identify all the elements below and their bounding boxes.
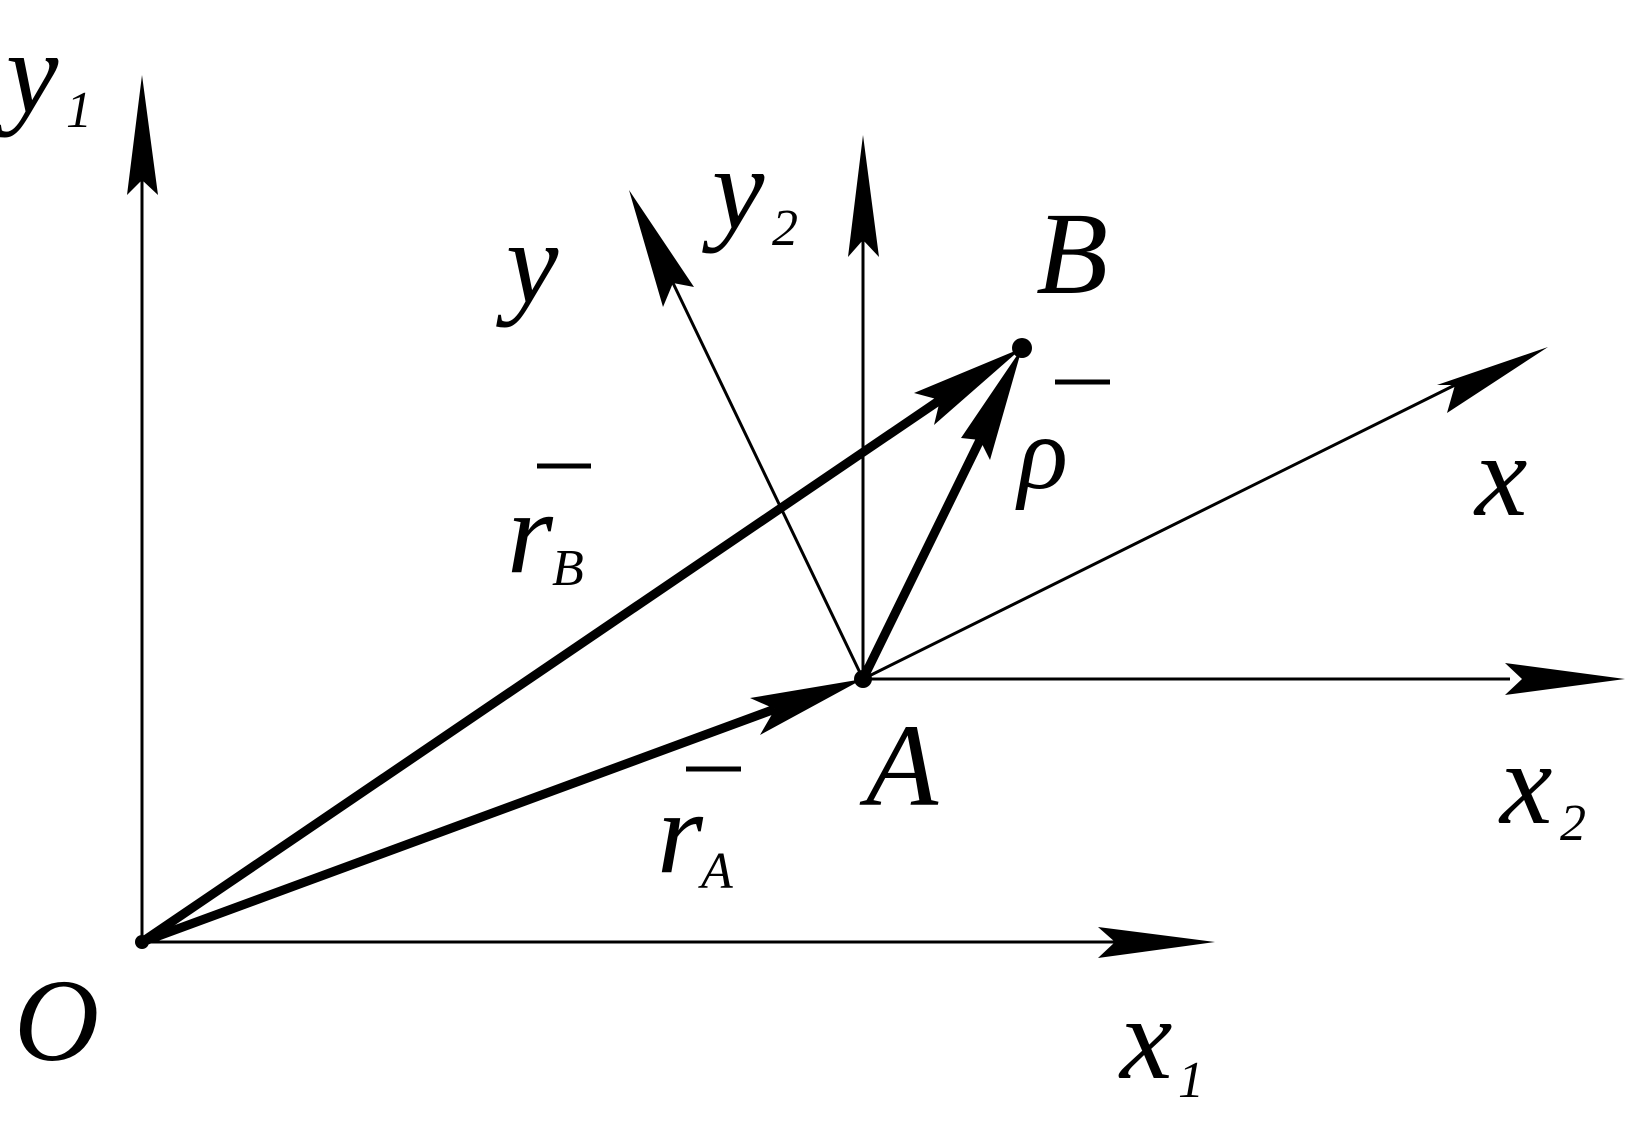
- vector-rho-label: ρ: [1015, 396, 1068, 511]
- point-a-label: A: [859, 700, 939, 831]
- y-axis-rotating: [671, 282, 865, 680]
- x1-axis-arrowhead: [1098, 927, 1215, 958]
- x-axis-rotating: [862, 383, 1456, 681]
- x-axis-rotating-arrowhead: [1437, 347, 1548, 413]
- y2-axis-label: y: [702, 123, 765, 254]
- point-b-label: B: [1036, 188, 1108, 319]
- y2-axis-subscript: 2: [772, 200, 798, 257]
- y1-axis-label: y: [0, 7, 59, 138]
- point-b-dot: [1012, 338, 1032, 358]
- y-axis-rotating-label: y: [496, 197, 559, 328]
- vector-r-b-label: r: [507, 467, 554, 598]
- vector-r-a-subscript: A: [698, 843, 733, 900]
- point-a-dot: [854, 670, 872, 688]
- x1-axis-subscript: 1: [1178, 1052, 1204, 1109]
- vector-r-a: [140, 704, 777, 947]
- x2-axis-subscript: 2: [1560, 795, 1586, 852]
- vector-r-a-label: r: [657, 767, 704, 898]
- vector-r-b-subscript: B: [552, 540, 584, 597]
- point-o-dot: [135, 935, 149, 949]
- vector-r-b-arrowhead: [914, 348, 1022, 425]
- x2-axis-arrowhead: [1505, 663, 1625, 695]
- x2-axis-label: x: [1498, 718, 1552, 849]
- y-axis-rotating-arrowhead: [629, 190, 694, 307]
- vector-rho: [858, 438, 985, 681]
- vector-r-b: [139, 396, 943, 946]
- point-o-label: O: [14, 955, 99, 1086]
- y2-axis-arrowhead: [848, 135, 879, 257]
- vector-r-a-arrowhead: [750, 679, 863, 735]
- y1-axis-arrowhead: [127, 75, 158, 195]
- vector-rho-arrowhead: [961, 348, 1022, 460]
- x-axis-rotating-label: x: [1473, 410, 1527, 541]
- y1-axis-subscript: 1: [66, 82, 92, 139]
- x1-axis-label: x: [1118, 973, 1172, 1104]
